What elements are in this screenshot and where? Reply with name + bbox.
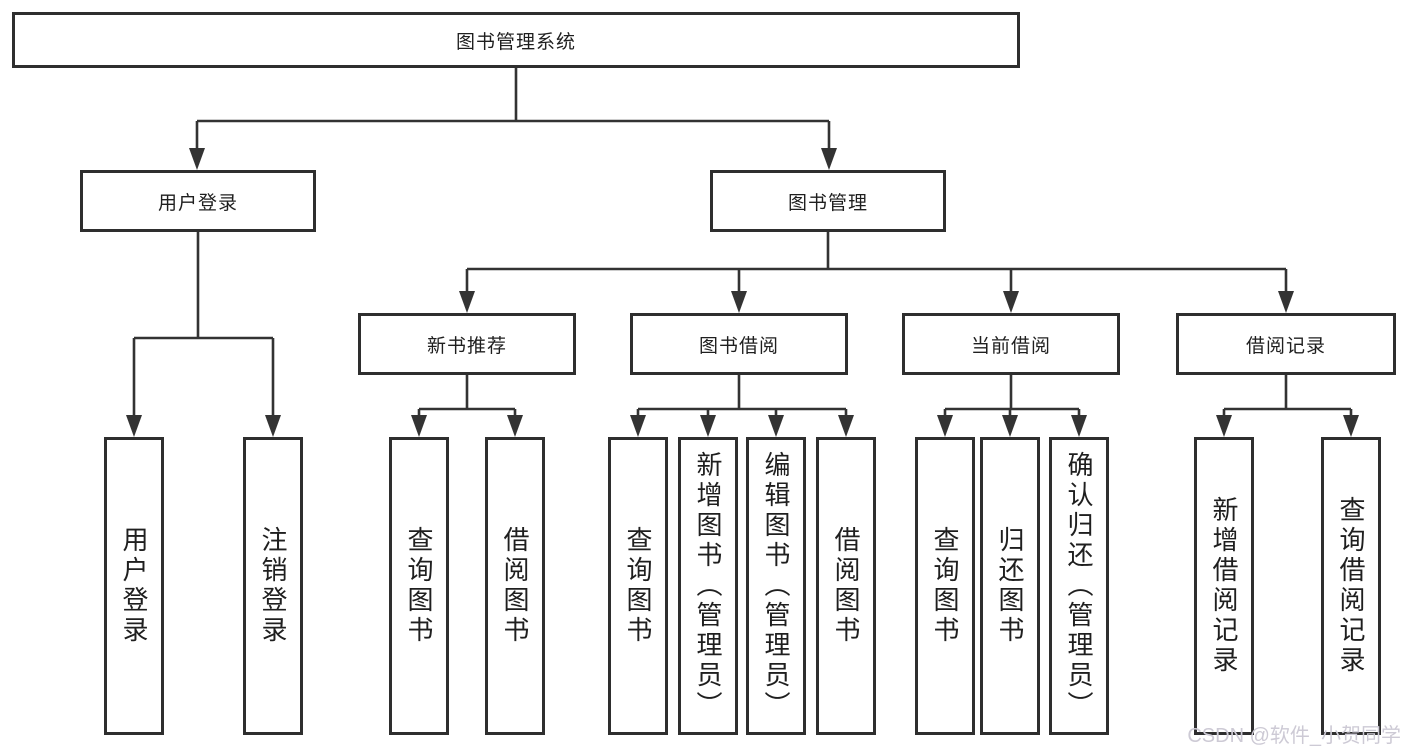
leaf-label: 编辑图书（管理员） [761, 451, 791, 721]
leaf-label: 注销登录 [258, 526, 288, 646]
leaf-label: 查询图书 [404, 526, 434, 646]
node-root-system: 图书管理系统 [12, 12, 1020, 68]
leaf-label: 用户登录 [119, 526, 149, 646]
node-borrow-records: 借阅记录 [1176, 313, 1396, 375]
leaf-user-login: 用户登录 [104, 437, 164, 735]
node-label: 新书推荐 [426, 335, 507, 357]
node-user-login: 用户登录 [80, 170, 316, 232]
leaf-query-books-recommend: 查询图书 [389, 437, 449, 735]
leaf-edit-book-admin: 编辑图书（管理员） [746, 437, 806, 735]
leaf-logout: 注销登录 [243, 437, 303, 735]
leaf-query-borrow-record: 查询借阅记录 [1321, 437, 1381, 735]
leaf-label: 新增借阅记录 [1209, 496, 1239, 676]
node-current-borrow: 当前借阅 [902, 313, 1120, 375]
node-label: 用户登录 [157, 192, 238, 214]
leaf-query-books-borrow: 查询图书 [608, 437, 668, 735]
node-label: 图书管理系统 [455, 31, 576, 53]
node-new-book-recommend: 新书推荐 [358, 313, 576, 375]
leaf-return-book: 归还图书 [980, 437, 1040, 735]
node-label: 借阅记录 [1245, 335, 1326, 357]
leaf-borrow-books-recommend: 借阅图书 [485, 437, 545, 735]
leaf-label: 确认归还（管理员） [1064, 451, 1094, 721]
leaf-label: 查询图书 [623, 526, 653, 646]
node-book-management: 图书管理 [710, 170, 946, 232]
node-book-borrow: 图书借阅 [630, 313, 848, 375]
leaf-label: 查询借阅记录 [1336, 496, 1366, 676]
node-label: 图书管理 [787, 192, 868, 214]
leaf-confirm-return-admin: 确认归还（管理员） [1049, 437, 1109, 735]
leaf-query-books-current: 查询图书 [915, 437, 975, 735]
leaf-label: 查询图书 [930, 526, 960, 646]
leaf-label: 借阅图书 [500, 526, 530, 646]
leaf-add-book-admin: 新增图书（管理员） [678, 437, 738, 735]
leaf-borrow-books: 借阅图书 [816, 437, 876, 735]
csdn-watermark: CSDN @软件_小贺同学 [1187, 725, 1401, 747]
node-label: 当前借阅 [970, 335, 1051, 357]
leaf-label: 借阅图书 [831, 526, 861, 646]
leaf-label: 归还图书 [995, 526, 1025, 646]
leaf-label: 新增图书（管理员） [693, 451, 723, 721]
arrowhead-icon [126, 148, 1359, 437]
connector-line [132, 68, 1353, 417]
node-label: 图书借阅 [698, 335, 779, 357]
leaf-add-borrow-record: 新增借阅记录 [1194, 437, 1254, 735]
